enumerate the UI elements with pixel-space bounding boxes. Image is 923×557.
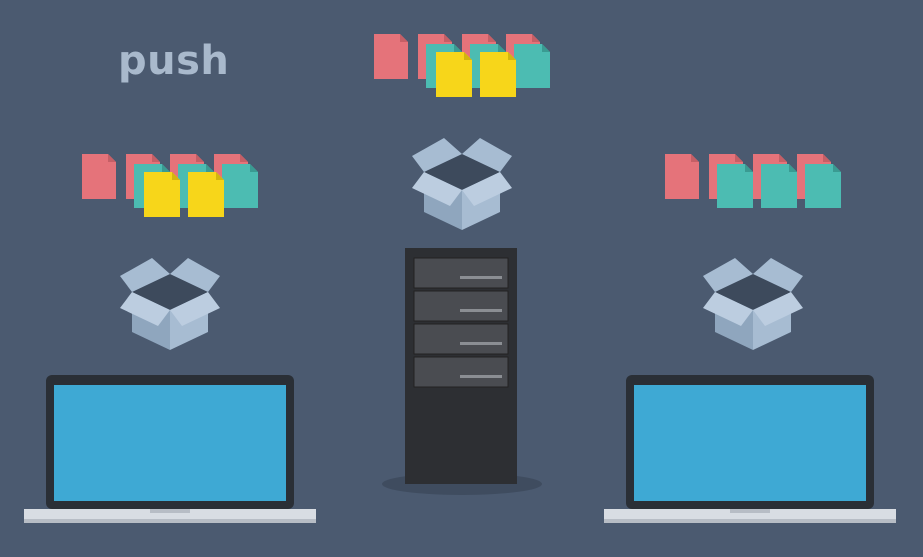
server-file-stack <box>374 34 550 97</box>
file-icon <box>717 164 753 208</box>
file-icon <box>188 172 224 217</box>
file-icon <box>436 52 472 97</box>
file-icon <box>144 172 180 217</box>
right-file-stack <box>665 154 841 208</box>
file-icon <box>222 164 258 208</box>
open-box-icon <box>120 258 220 350</box>
file-icon <box>480 52 516 97</box>
laptop-icon <box>24 375 316 523</box>
file-icon <box>805 164 841 208</box>
file-icon <box>514 44 550 88</box>
file-icon <box>82 154 116 199</box>
left-file-stack <box>82 154 258 217</box>
file-icon <box>665 154 699 199</box>
open-box-icon <box>412 138 512 230</box>
server-icon <box>382 248 542 495</box>
push-label: push <box>118 38 230 84</box>
file-icon <box>761 164 797 208</box>
file-icon <box>374 34 408 79</box>
open-box-icon <box>703 258 803 350</box>
laptop-icon <box>604 375 896 523</box>
